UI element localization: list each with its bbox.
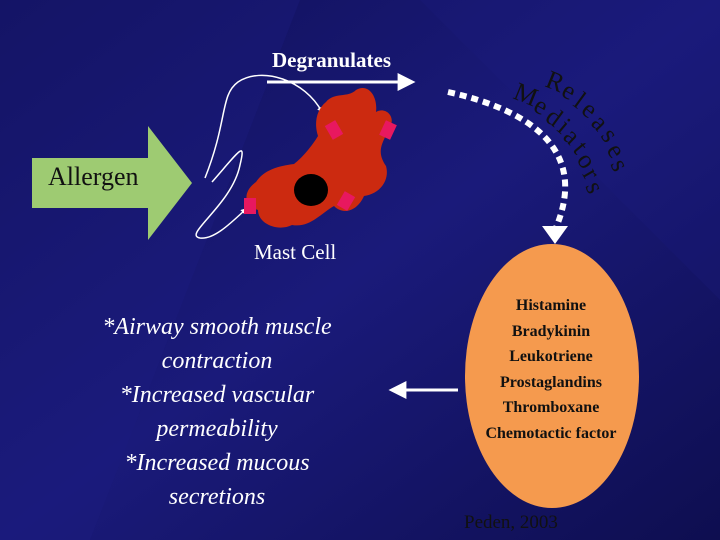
mediator-item: Bradykinin [511,322,591,340]
mast-cell-nucleus [294,174,328,206]
background-stripe [0,0,300,540]
releases-arrowhead [542,226,568,244]
allergen-label: Allergen [48,162,139,191]
effects-list: *Airway smooth muscle contraction *Incre… [62,310,372,514]
effect-line: *Increased mucous [124,450,310,476]
background-stripe [420,0,720,300]
mediator-item: Histamine [515,297,587,314]
effect-line: secretions [168,484,266,510]
effect-line: *Airway smooth muscle [102,314,332,340]
degranulates-label: Degranulates [272,48,391,72]
releases-arrow [447,89,569,232]
granule [379,120,397,140]
granule [324,120,344,140]
allergen-arrow [32,126,192,240]
effect-line: *Increased vascular [119,382,315,408]
mediator-item: Thromboxane [502,399,600,416]
effect-line: permeability [156,416,278,442]
mediators-label-arc: M e d i a t o r s [510,77,610,198]
mediator-item: Prostaglandins [500,373,602,391]
mediator-item: Chemotactic factor [485,424,617,442]
citation: Peden, 2003 [464,512,558,533]
antigen-line-upper [204,74,323,179]
mediator-ellipse [465,244,639,508]
mediator-item: Leukotriene [509,348,593,365]
mast-cell-label: Mast Cell [254,240,337,264]
antigen-line-lower [195,150,247,239]
mast-cell [246,88,392,228]
granule [244,198,256,214]
effect-line: contraction [161,348,273,374]
mediator-list: Histamine Bradykinin Leukotriene Prostag… [468,293,634,446]
granule [336,191,356,211]
